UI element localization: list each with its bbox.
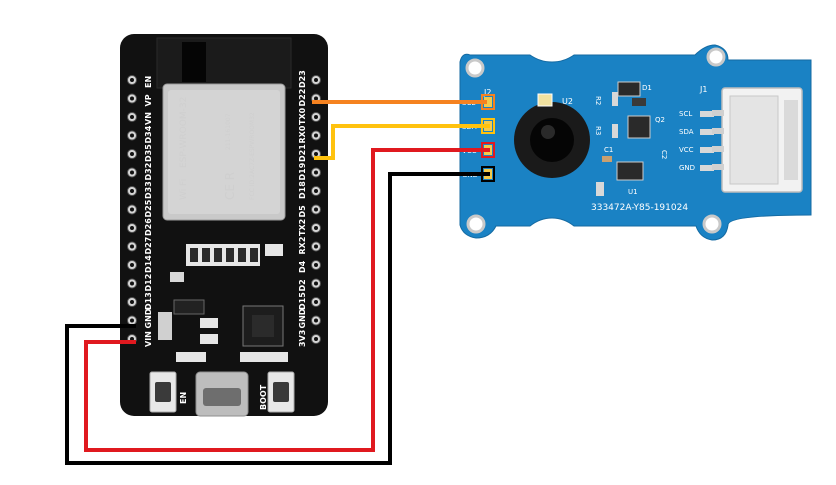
esp32-module-face xyxy=(168,90,280,214)
esp32-left-pin-label: D12 xyxy=(144,274,153,292)
boot-button[interactable] xyxy=(267,371,295,413)
r3-label: R3 xyxy=(594,126,602,135)
grove-gnd-pin-highlight xyxy=(481,166,495,182)
esp32-antenna xyxy=(156,37,292,89)
grove-right-pin-label: VCC xyxy=(679,146,694,154)
esp32-right-pin-label: RX0 xyxy=(298,125,307,143)
boot-button-label: BOOT xyxy=(259,384,268,410)
esp32-right-pin-label: D22 xyxy=(298,89,307,107)
mount-hole-br xyxy=(702,214,722,234)
esp32-right-pin-label: D23 xyxy=(298,70,307,88)
c2-label: C2 xyxy=(660,150,668,159)
grove-smd-parts: D1 R2 Q2 R3 C1 C2 U1 xyxy=(594,81,668,196)
esp32-left-pin-label: GND xyxy=(144,308,153,328)
esp32-left-header xyxy=(127,75,137,344)
esp32-right-pin-label: D19 xyxy=(298,162,307,180)
grove-right-pin-label: SCL xyxy=(679,110,692,118)
esp32-right-pin-label: 3V3 xyxy=(298,330,307,347)
esp32-left-pin-label: VIN xyxy=(144,331,153,347)
j1-label: J1 xyxy=(699,85,707,94)
esp32-right-pin-label: TX0 xyxy=(298,107,307,125)
wires xyxy=(65,100,490,465)
esp32-left-pin-label: D25 xyxy=(144,199,153,217)
esp32-left-pin-label: D35 xyxy=(144,144,153,162)
esp32-right-header xyxy=(311,75,321,344)
esp32-right-pin-label: RX2 xyxy=(298,237,307,255)
grove-right-pin-labels: SCL SDA VCC GND xyxy=(679,110,714,172)
cert-code: 211-161007 xyxy=(225,113,232,150)
esp32-left-pin-label: D13 xyxy=(144,292,153,310)
grove-right-pin-label: SDA xyxy=(679,128,694,136)
esp32-right-pin-label: GND xyxy=(298,308,307,328)
r2-label: R2 xyxy=(594,96,602,105)
esp32-smd-parts xyxy=(158,244,288,362)
en-button[interactable] xyxy=(149,371,177,413)
wifi-logo: Wi Fi xyxy=(179,179,189,200)
ce-mark: CE R xyxy=(223,172,237,200)
esp32-right-pin-label: D4 xyxy=(298,260,307,273)
mount-hole-tl xyxy=(465,58,485,78)
d1-label: D1 xyxy=(642,84,652,92)
wire-gnd xyxy=(65,172,490,465)
esp32-right-pin-label: D15 xyxy=(298,292,307,310)
esp32-left-pin-label: VP xyxy=(144,94,153,106)
esp32-antenna-mark xyxy=(182,42,206,82)
esp32-left-pin-label: D27 xyxy=(144,237,153,255)
grove-part-number: 333472A-Y85-191024 xyxy=(591,203,688,213)
u1-label: U1 xyxy=(628,188,638,196)
mount-hole-tr xyxy=(706,47,726,67)
wire-vcc xyxy=(84,148,490,452)
esp32-left-pin-label: D33 xyxy=(144,181,153,199)
q2-label: Q2 xyxy=(655,116,665,124)
grove-scl-pin-highlight xyxy=(481,94,495,110)
esp32-left-pin-label: VN xyxy=(144,112,153,125)
grove-vcc-pin-highlight xyxy=(481,142,495,158)
esp32-right-pin-label: D21 xyxy=(298,144,307,162)
mount-hole-bl xyxy=(466,214,486,234)
u2-label: U2 xyxy=(562,97,573,106)
grove-sda-pin-highlight xyxy=(481,118,495,134)
sensor-marker xyxy=(537,93,553,107)
esp32-left-pin-label: D32 xyxy=(144,163,153,181)
fcc-id: FCC ID:2AC7Z-ESPWROOM32 xyxy=(249,112,256,200)
esp32-left-pin-label: EN xyxy=(144,76,153,88)
esp32-right-pin-label: D2 xyxy=(298,279,307,291)
esp32-right-pin-label: D5 xyxy=(298,205,307,218)
ams-regulator xyxy=(158,312,172,340)
esp32-board: Wi Fi ESP-WROOM-32 CE R 211-161007 FCC I… xyxy=(120,34,328,417)
grove-right-pin-label: GND xyxy=(679,164,695,172)
esp32-left-pin-label: D26 xyxy=(144,218,153,236)
esp32-right-pin-label: TX2 xyxy=(298,219,307,236)
esp32-right-pin-label: D18 xyxy=(298,181,307,199)
esp32-left-pin-label: D34 xyxy=(144,125,153,143)
c1-label: C1 xyxy=(604,146,613,154)
grove-left-pin xyxy=(484,97,492,107)
en-button-label: EN xyxy=(179,392,188,404)
grove-connector-j1[interactable] xyxy=(712,87,803,193)
module-name: ESP-WROOM-32 xyxy=(179,97,189,168)
wire-sda xyxy=(314,124,490,160)
esp32-left-pin-label: D14 xyxy=(144,255,153,273)
ir-sensor-lens xyxy=(530,118,574,162)
j2-label: J2 xyxy=(483,88,491,97)
